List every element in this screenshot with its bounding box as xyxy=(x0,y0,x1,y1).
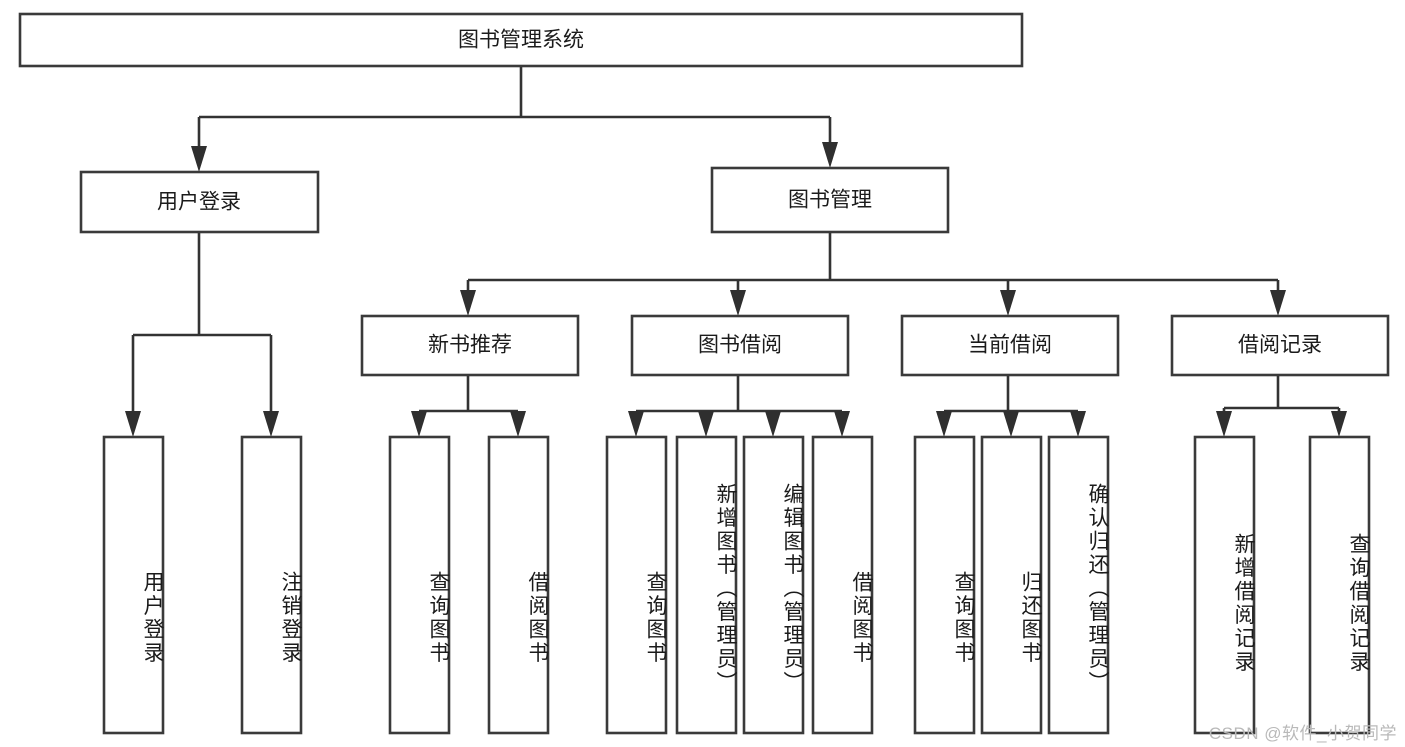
node-box-leaf-user-login[interactable] xyxy=(102,435,165,735)
connector-group-borrow xyxy=(628,375,850,437)
arrow-head-icon xyxy=(1003,411,1019,437)
node-box-new-book-recommend[interactable] xyxy=(360,314,580,377)
node-box-leaf-confirm-return[interactable] xyxy=(1047,435,1110,735)
arrow-head-icon xyxy=(834,411,850,437)
node-box-leaf-borrow-book-a[interactable] xyxy=(487,435,550,735)
node-book-borrow[interactable]: 图书借阅 xyxy=(630,314,850,377)
node-box-leaf-query-record[interactable] xyxy=(1308,435,1371,735)
node-label-new-book-recommend: 新书推荐 xyxy=(428,334,512,357)
node-box-user-login[interactable] xyxy=(79,170,320,234)
connector-group-root xyxy=(191,66,838,172)
connector-group-current xyxy=(936,375,1086,437)
node-label-current-borrow: 当前借阅 xyxy=(968,334,1052,357)
arrow-head-icon xyxy=(698,411,714,437)
node-box-leaf-return-book[interactable] xyxy=(980,435,1043,735)
arrow-head-icon xyxy=(765,411,781,437)
arrow-head-icon xyxy=(730,290,746,316)
node-box-leaf-logout[interactable] xyxy=(240,435,303,735)
arrow-head-icon xyxy=(936,411,952,437)
arrow-head-icon xyxy=(411,411,427,437)
node-box-current-borrow[interactable] xyxy=(900,314,1120,377)
arrow-head-icon xyxy=(1070,411,1086,437)
node-root[interactable]: 图书管理系统 xyxy=(18,12,1024,68)
node-box-leaf-query-book-a[interactable] xyxy=(388,435,451,735)
node-borrow-records[interactable]: 借阅记录 xyxy=(1170,314,1390,377)
arrow-head-icon xyxy=(125,411,141,437)
arrow-head-icon xyxy=(1216,411,1232,437)
node-box-root[interactable] xyxy=(18,12,1024,68)
node-box-leaf-edit-book[interactable] xyxy=(742,435,805,735)
node-box-leaf-add-book[interactable] xyxy=(675,435,738,735)
arrow-head-icon xyxy=(1000,290,1016,316)
node-user-login[interactable]: 用户登录 xyxy=(79,170,320,234)
node-new-book-recommend[interactable]: 新书推荐 xyxy=(360,314,580,377)
arrow-head-icon xyxy=(460,290,476,316)
node-box-book-mgmt[interactable] xyxy=(710,166,950,234)
arrow-head-icon xyxy=(822,142,838,168)
connector-group-records xyxy=(1216,375,1347,437)
arrow-head-icon xyxy=(510,411,526,437)
arrow-head-icon xyxy=(191,146,207,172)
node-label-user-login: 用户登录 xyxy=(157,191,241,214)
connector-group-new-book xyxy=(411,375,526,437)
arrow-head-icon xyxy=(1270,290,1286,316)
arrow-head-icon xyxy=(263,411,279,437)
node-box-borrow-records[interactable] xyxy=(1170,314,1390,377)
node-label-book-mgmt: 图书管理 xyxy=(788,189,872,212)
connector-group-user-login xyxy=(125,232,279,437)
csdn-watermark: CSDN @软件_小贺同学 xyxy=(1208,724,1397,743)
node-box-leaf-query-book-c[interactable] xyxy=(913,435,976,735)
arrow-head-icon xyxy=(1331,411,1347,437)
node-box-leaf-query-book-b[interactable] xyxy=(605,435,668,735)
node-label-borrow-records: 借阅记录 xyxy=(1238,334,1322,357)
node-book-mgmt[interactable]: 图书管理 xyxy=(710,166,950,234)
node-label-book-borrow: 图书借阅 xyxy=(698,334,782,357)
node-label-root: 图书管理系统 xyxy=(458,29,584,52)
node-box-leaf-add-record[interactable] xyxy=(1193,435,1256,735)
arrow-head-icon xyxy=(628,411,644,437)
node-box-book-borrow[interactable] xyxy=(630,314,850,377)
node-box-leaf-borrow-book-b[interactable] xyxy=(811,435,874,735)
node-current-borrow[interactable]: 当前借阅 xyxy=(900,314,1120,377)
connector-group-book-mgmt xyxy=(460,232,1286,316)
